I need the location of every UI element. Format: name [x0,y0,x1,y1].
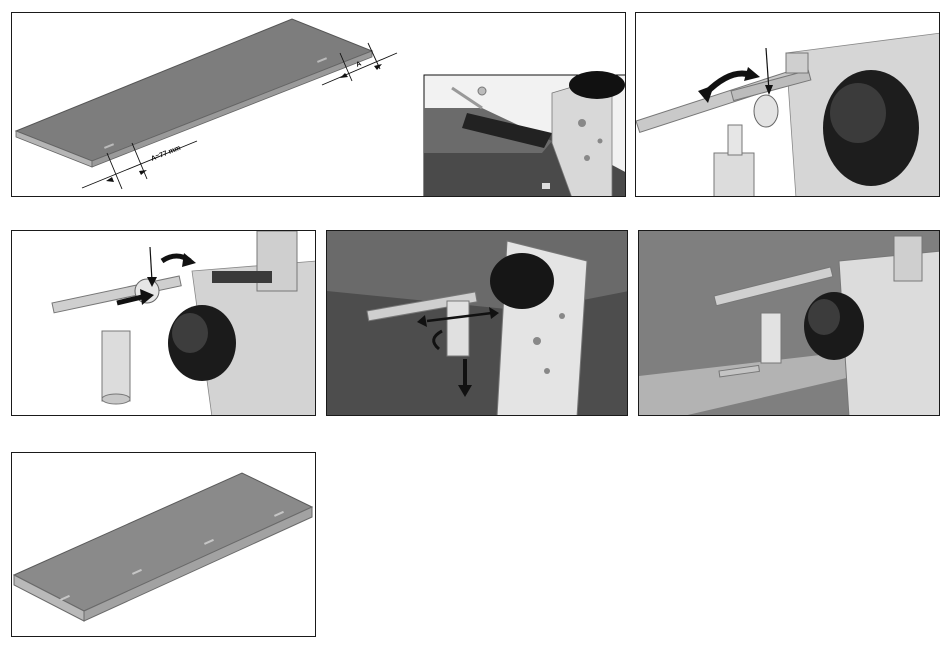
board-top-face [16,19,372,161]
assembled-illustration [639,231,940,416]
arrow-head [139,170,147,175]
vertical-post [447,301,469,356]
board-dimension-illustration: A=77 mm A [12,13,626,197]
arrow-head [340,73,348,78]
knob-rotation-illustration [636,13,940,197]
post-adjustment-illustration [327,231,628,416]
vertical-post [102,331,130,401]
marker-dimension-label: A [355,60,362,68]
panel-post-adjustment [326,230,628,416]
board-top-face [14,473,312,611]
locking-knob [490,253,554,309]
vertical-post [761,313,781,363]
offset-dimension-label: A=77 mm [150,145,182,163]
panel-knob-rotation [635,12,940,197]
adjust-nut [754,95,778,127]
panel-assembled-on-board [638,230,940,416]
panel-clamp-push [11,230,316,416]
post-clamp [714,153,754,197]
clamp-push-illustration [12,231,316,416]
panel-board [11,452,316,637]
inset-detail [424,71,626,197]
board-illustration [12,453,316,637]
panel-board-dimensions: A=77 mm A [11,12,626,197]
